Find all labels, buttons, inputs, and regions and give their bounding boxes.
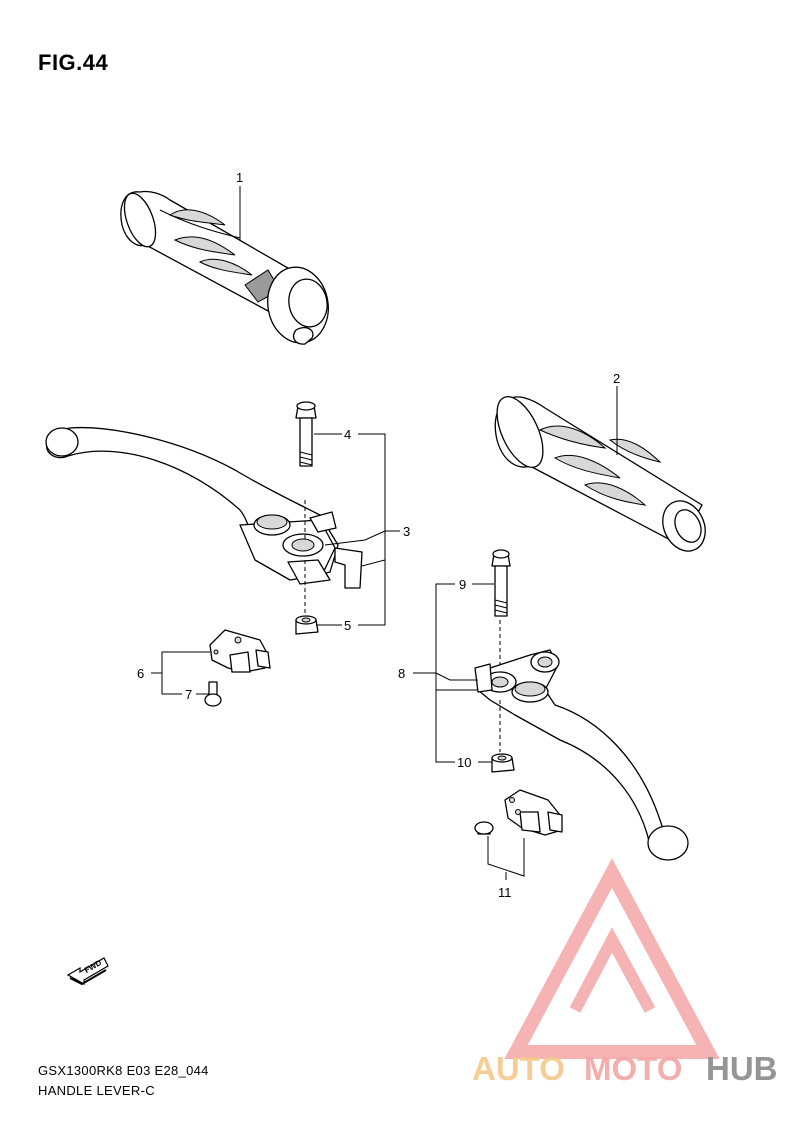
footer-section-name: HANDLE LEVER-C <box>38 1083 155 1098</box>
watermark-wordmark: AUTO MOTO HUB <box>472 1050 778 1087</box>
callout-9: 9 <box>459 577 466 592</box>
watermark-inner-mark <box>569 927 656 1013</box>
part-6-switch <box>209 629 271 673</box>
footer-model-code: GSX1300RK8 E03 E28_044 <box>38 1063 209 1078</box>
callout-10: 10 <box>457 755 471 770</box>
figure-title: FIG.44 <box>38 50 109 75</box>
callout-7: 7 <box>185 687 192 702</box>
watermark-word-hub: HUB <box>706 1050 778 1087</box>
part-5-nut <box>295 615 319 635</box>
leader-lines <box>151 186 618 880</box>
part-3-left-lever <box>45 426 363 615</box>
part-7-screw <box>204 681 222 707</box>
watermark-word-auto: AUTO <box>472 1050 565 1087</box>
callout-4: 4 <box>344 427 351 442</box>
watermark-word-moto: MOTO <box>584 1050 682 1087</box>
callout-3: 3 <box>403 524 410 539</box>
callout-8: 8 <box>398 666 405 681</box>
callout-6: 6 <box>137 666 144 681</box>
callout-11: 11 <box>498 885 512 900</box>
callout-5: 5 <box>344 618 351 633</box>
part-1-left-grip <box>120 190 329 345</box>
part-2-right-grip <box>494 396 706 552</box>
part-11-switch <box>474 789 563 836</box>
part-9-bolt <box>491 549 511 617</box>
part-8-right-lever <box>474 620 689 861</box>
callout-1: 1 <box>236 170 243 185</box>
fwd-direction-marker: FWD <box>66 957 109 986</box>
part-4-bolt <box>295 401 317 467</box>
callout-labels: 1 2 3 4 5 6 7 8 9 10 11 <box>137 170 620 900</box>
callout-2: 2 <box>613 371 620 386</box>
watermark-logo <box>504 858 720 1059</box>
watermark-triangle <box>504 858 720 1059</box>
part-10-nut <box>491 753 515 773</box>
